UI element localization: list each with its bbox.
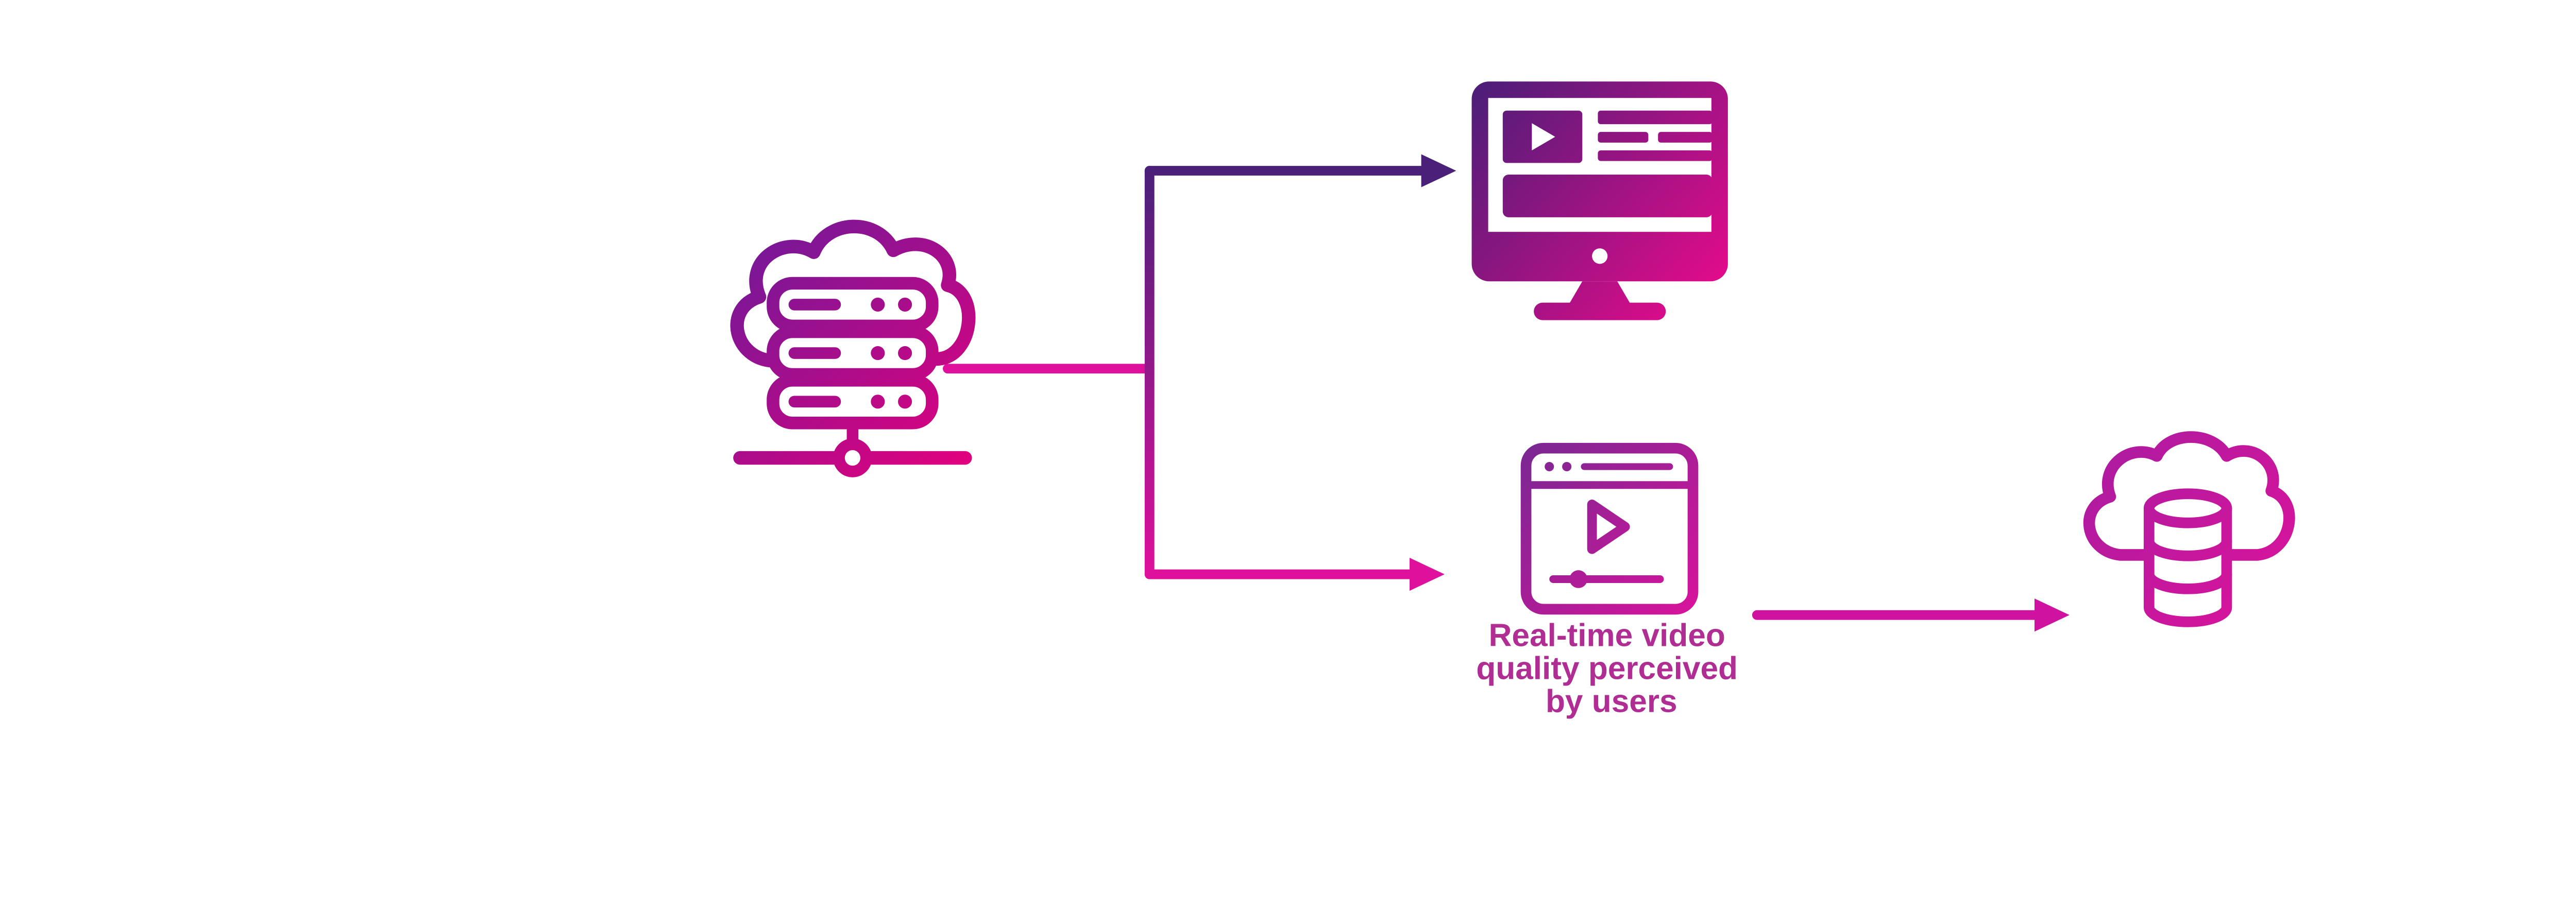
arrowhead-to-video-player <box>1410 558 1445 591</box>
video-banner-bar <box>1502 175 1713 217</box>
database-cylinder <box>2143 488 2232 627</box>
cylinder-band-1 <box>2143 536 2232 561</box>
edge-server-to-monitor <box>1144 154 1456 187</box>
server-rack <box>767 277 939 430</box>
text-lines <box>1598 110 1713 161</box>
monitor-stand-neck <box>1568 281 1631 305</box>
arrowhead-to-monitor <box>1421 154 1456 187</box>
play-icon <box>1532 123 1555 150</box>
desktop-monitor-video-icon <box>1471 81 1728 320</box>
cylinder-top <box>2143 488 2232 528</box>
cloud-server-icon <box>730 219 976 477</box>
video-quality-label: Real-time video quality perceived by use… <box>1476 618 1747 719</box>
arrowhead-to-database <box>2035 598 2070 632</box>
edge-video-player-to-database <box>1752 598 2070 632</box>
browser-video-player-icon <box>1520 442 1699 615</box>
edge-server-to-video-player <box>1144 558 1445 591</box>
monitor-stand-base <box>1534 302 1666 320</box>
play-icon <box>1587 500 1630 554</box>
monitor-power-dot <box>1592 248 1608 264</box>
cloud-database-icon <box>2083 431 2295 627</box>
browser-dot-1 <box>1545 461 1554 472</box>
browser-dot-2 <box>1562 461 1572 472</box>
cylinder-band-2 <box>2143 569 2232 594</box>
edge-server-to-branch <box>943 166 1155 579</box>
server-network-node <box>833 438 872 477</box>
cylinder-body <box>2143 503 2232 627</box>
seek-knob <box>1569 570 1588 588</box>
